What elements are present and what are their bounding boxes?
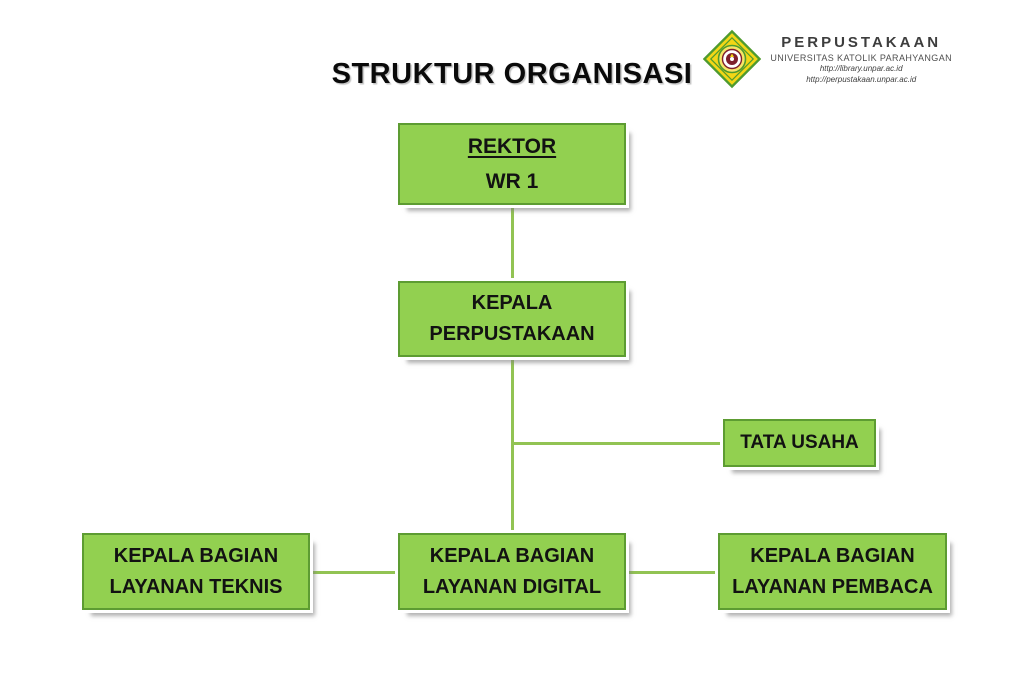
org-node-label: KEPALA BAGIAN [750, 544, 915, 567]
org-node-label: TATA USAHA [740, 432, 859, 453]
org-node-label: LAYANAN PEMBACA [732, 575, 933, 598]
connector-kepala-tatausaha [511, 442, 724, 445]
org-node-label: LAYANAN DIGITAL [422, 575, 602, 598]
unpar-emblem-logo [703, 29, 762, 89]
library-logo-text: PERPUSTAKAAN UNIVERSITAS KATOLIK PARAHYA… [770, 28, 952, 85]
org-node-label: LAYANAN TEKNIS [109, 575, 283, 598]
org-node-label: PERPUSTAKAAN [429, 323, 595, 345]
library-name: PERPUSTAKAAN [781, 34, 942, 51]
org-node-label: WR 1 [485, 170, 539, 193]
org-node-tata-usaha: TATA USAHA [723, 419, 876, 467]
org-node-layanan-pembaca: KEPALA BAGIAN LAYANAN PEMBACA [718, 533, 947, 610]
org-node-label: KEPALA [471, 292, 553, 314]
org-node-label: REKTOR [467, 135, 557, 158]
university-name: UNIVERSITAS KATOLIK PARAHYANGAN [770, 53, 952, 63]
connector-kepala-digital [511, 356, 514, 534]
connector-teknis-digital [311, 571, 399, 574]
connector-rektor-kepala [511, 204, 514, 282]
org-node-kepala-perpustakaan: KEPALA PERPUSTAKAAN [398, 281, 626, 357]
connector-digital-pembaca [627, 571, 719, 574]
org-node-label: KEPALA BAGIAN [429, 544, 595, 567]
page-title: STRUKTUR ORGANISASI [331, 58, 693, 90]
org-node-label: KEPALA BAGIAN [113, 544, 279, 567]
org-node-layanan-teknis: KEPALA BAGIAN LAYANAN TEKNIS [82, 533, 310, 610]
perpustakaan-url: http://perpustakaan.unpar.ac.id [806, 74, 917, 84]
org-node-layanan-digital: KEPALA BAGIAN LAYANAN DIGITAL [398, 533, 626, 610]
library-url: http://library.unpar.ac.id [819, 64, 903, 73]
org-node-rektor: REKTOR WR 1 [398, 123, 626, 205]
library-logo-block: PERPUSTAKAAN UNIVERSITAS KATOLIK PARAHYA… [703, 28, 952, 90]
